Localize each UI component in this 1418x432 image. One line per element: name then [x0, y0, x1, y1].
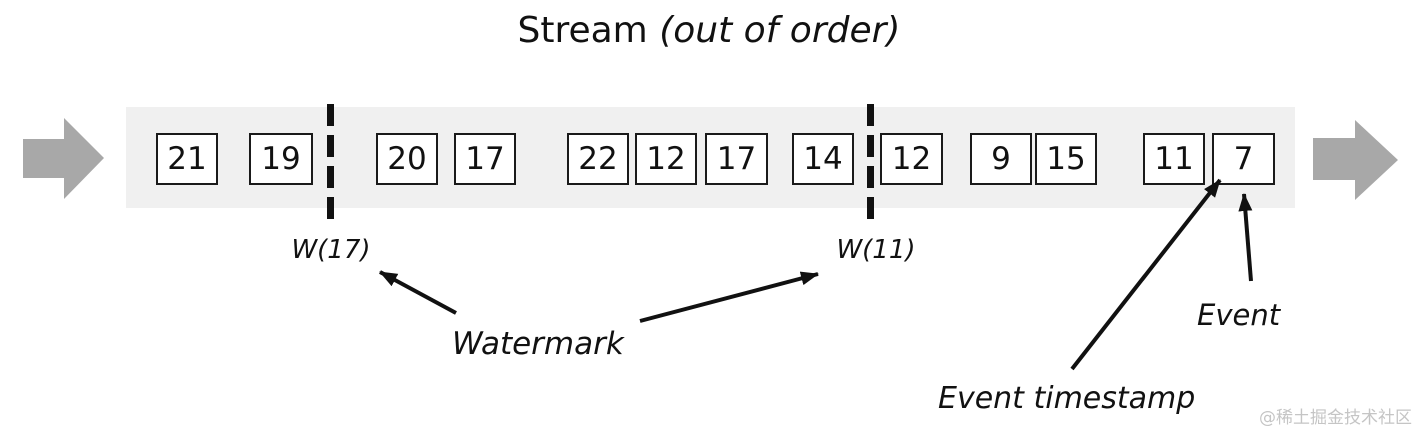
stream-outflow-arrow-icon [1313, 120, 1398, 200]
site-credit-watermark: @稀土掘金技术社区 [1259, 408, 1412, 428]
watermark-label-w11: W(11) [836, 235, 916, 265]
event-annotation-label: Event [1197, 298, 1281, 332]
event-box: 12 [635, 133, 697, 185]
watermark-arrow-left-icon [379, 270, 457, 315]
title-qualifier: (out of order) [659, 10, 901, 51]
event-box: 9 [970, 133, 1032, 185]
event-box: 7 [1212, 133, 1275, 185]
watermark-dashed-line-w17 [327, 104, 334, 220]
title-main: Stream [517, 10, 648, 51]
event-timestamp-arrow-icon [1070, 178, 1222, 371]
event-box: 15 [1035, 133, 1097, 185]
event-timestamp-annotation-label: Event timestamp [938, 381, 1196, 416]
stream-inflow-arrow-icon [23, 118, 104, 199]
watermark-dashed-line-w11 [867, 104, 874, 220]
watermark-annotation-label: Watermark [452, 326, 624, 362]
diagram-title: Stream (out of order) [0, 10, 1418, 51]
event-box: 17 [454, 133, 516, 185]
event-box: 22 [567, 133, 629, 185]
event-box: 11 [1143, 133, 1205, 185]
event-box: 17 [705, 133, 768, 185]
watermark-arrow-right-icon [639, 271, 819, 323]
event-box: 12 [880, 133, 943, 185]
event-box: 21 [156, 133, 218, 185]
event-box: 14 [792, 133, 854, 185]
event-box: 20 [376, 133, 438, 185]
event-box: 19 [249, 133, 313, 185]
watermark-label-w17: W(17) [291, 235, 371, 265]
